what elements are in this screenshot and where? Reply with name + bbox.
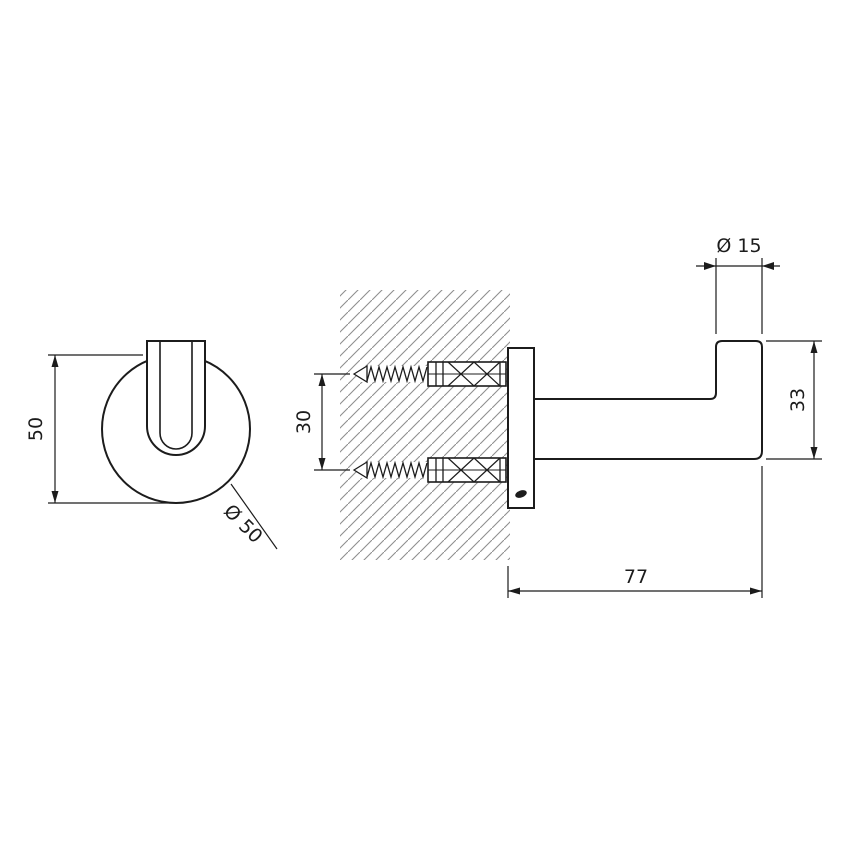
arrow-right-icon	[750, 587, 762, 595]
dim-front-diameter-leader	[230, 483, 278, 550]
front-view	[101, 340, 251, 504]
hook-front-inner-edge	[159, 341, 193, 450]
dim-label-front-height: 50	[25, 417, 47, 441]
arrow-left-icon	[762, 262, 774, 270]
hook-side-profile	[533, 340, 763, 460]
arrow-down-icon	[810, 447, 818, 459]
dim-screw-spacing-lines	[314, 373, 350, 471]
hook-front-outline	[146, 340, 206, 456]
dim-label-hook-height: 33	[787, 388, 809, 412]
mounting-plate	[507, 347, 535, 509]
dim-projection-lines	[507, 466, 763, 598]
arrow-right-icon	[704, 262, 716, 270]
side-view	[340, 290, 763, 560]
dim-hook-height-lines	[766, 340, 822, 460]
wall-section-hatch	[340, 290, 510, 560]
dim-hook-height: 33	[766, 340, 822, 460]
arrow-up-icon	[318, 374, 326, 386]
set-screw-dot	[515, 490, 527, 498]
arrow-left-icon	[508, 587, 520, 595]
dim-label-bar-diameter: Ø 15	[716, 235, 761, 257]
arrow-up-icon	[810, 341, 818, 353]
dim-front-height: 50	[25, 354, 168, 504]
dim-screw-spacing: 30	[293, 373, 350, 471]
dim-label-projection: 77	[624, 566, 648, 588]
dim-projection: 77	[507, 466, 763, 598]
dim-label-screw-spacing: 30	[293, 410, 315, 434]
dim-bar-diameter: Ø 15	[696, 235, 780, 334]
dim-front-height-lines	[48, 354, 168, 504]
arrow-up-icon	[51, 355, 59, 367]
arrow-down-icon	[318, 458, 326, 470]
arrow-down-icon	[51, 491, 59, 503]
